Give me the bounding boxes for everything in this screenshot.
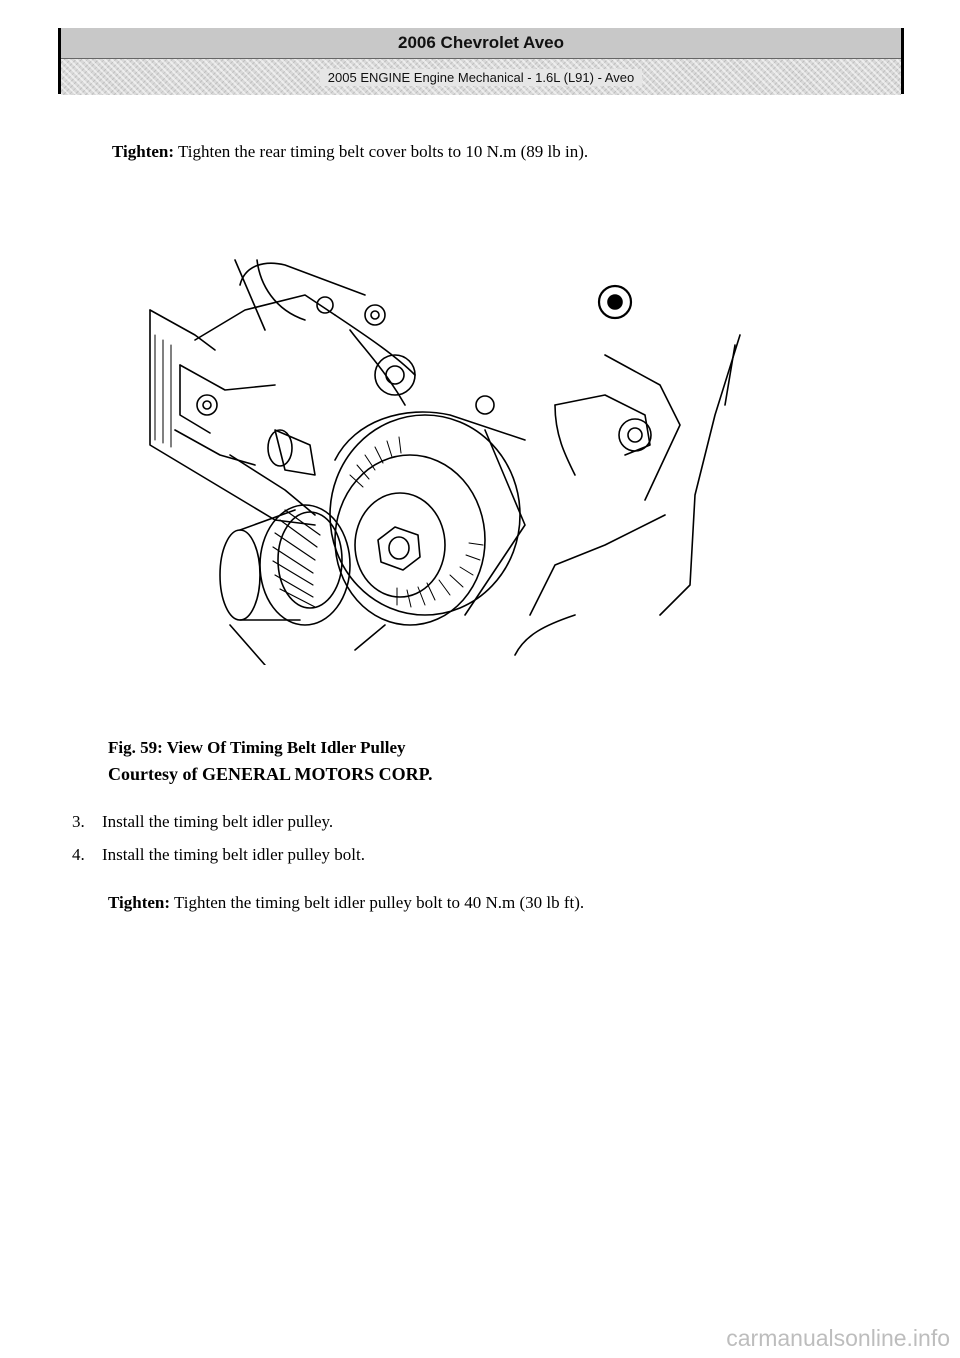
step-text: Install the timing belt idler pulley. xyxy=(102,812,334,831)
tighten-text: Tighten the rear timing belt cover bolts… xyxy=(174,142,589,161)
header-title: 2006 Chevrolet Aveo xyxy=(61,28,901,59)
list-item: 3. Install the timing belt idler pulley. xyxy=(72,812,333,832)
figure-courtesy: Courtesy of GENERAL MOTORS CORP. xyxy=(108,764,433,784)
page-header: 2006 Chevrolet Aveo 2005 ENGINE Engine M… xyxy=(58,28,904,95)
tighten-label: Tighten: xyxy=(112,142,175,161)
header-subtitle-bar: 2005 ENGINE Engine Mechanical - 1.6L (L9… xyxy=(61,59,901,95)
step-number: 3. xyxy=(72,812,85,831)
watermark: carmanualsonline.info xyxy=(726,1325,950,1351)
step-number: 4. xyxy=(72,845,85,864)
tighten-instruction-1: Tighten: Tighten the rear timing belt co… xyxy=(112,142,588,162)
figure-caption: Fig. 59: View Of Timing Belt Idler Pulle… xyxy=(108,738,406,757)
step-text: Install the timing belt idler pulley bol… xyxy=(102,845,365,864)
timing-belt-idler-pulley-illustration xyxy=(149,259,741,665)
tighten-instruction-2: Tighten: Tighten the timing belt idler p… xyxy=(108,893,584,913)
tighten-label: Tighten: xyxy=(108,893,171,912)
list-item: 4. Install the timing belt idler pulley … xyxy=(72,845,365,865)
tighten-text: Tighten the timing belt idler pulley bol… xyxy=(170,893,585,912)
header-subtitle: 2005 ENGINE Engine Mechanical - 1.6L (L9… xyxy=(319,68,643,86)
